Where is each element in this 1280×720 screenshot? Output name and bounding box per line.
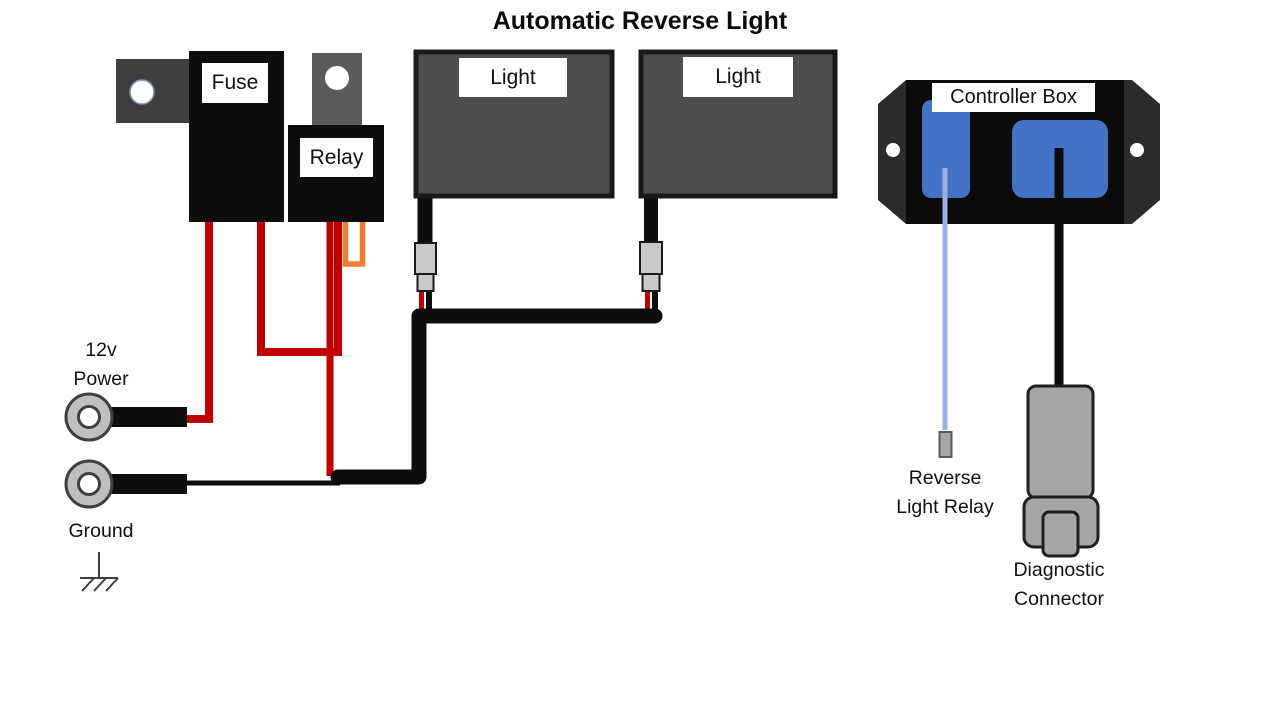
ground-terminal-stub: [100, 474, 187, 494]
reverse-relay-connector: [938, 431, 953, 458]
controller-port-left: [922, 100, 970, 198]
diagnostic-connector-body: [1026, 384, 1095, 500]
diagram-title: Automatic Reverse Light: [492, 7, 788, 35]
light-left-label: Light: [459, 58, 567, 97]
diagnostic-connector-line1: Diagnostic: [1013, 559, 1105, 581]
light-left-wire-stub: [417, 195, 433, 244]
relay-mount-hole: [325, 66, 349, 90]
wire-main-harness: [330, 308, 663, 485]
controller-box-label: Controller Box: [932, 83, 1095, 112]
light-right-label: Light: [683, 57, 793, 97]
reverse-light-relay-line1: Reverse: [908, 467, 982, 489]
fuse-label: Fuse: [202, 63, 268, 103]
relay-label: Relay: [300, 138, 373, 177]
power-label-line2: Power: [73, 368, 129, 390]
power-label: 12v Power: [40, 336, 162, 394]
power-terminal-stub: [100, 407, 187, 427]
reverse-light-relay-label: Reverse Light Relay: [855, 464, 1035, 522]
controller-mount-hole-right: [1130, 143, 1144, 157]
light-right-connector-lower: [641, 273, 661, 292]
ground-ring-terminal-hole: [77, 472, 101, 496]
reverse-light-relay-line2: Light Relay: [896, 496, 994, 518]
wire-fuse-to-relay: [257, 222, 342, 356]
light-left-connector-lower: [416, 273, 435, 292]
power-label-line1: 12v: [85, 339, 117, 361]
wire-power-to-fuse: [186, 222, 213, 423]
fuse-mount-hole: [129, 79, 155, 105]
light-right-connector-upper: [639, 241, 663, 275]
diagnostic-connector-line2: Connector: [1014, 588, 1104, 610]
ground-label: Ground: [68, 520, 134, 542]
diagnostic-connector-label: Diagnostic Connector: [969, 556, 1149, 614]
light-right-wire-stub: [644, 196, 658, 243]
diagnostic-connector-tip: [1041, 510, 1080, 558]
controller-mount-hole-left: [886, 143, 900, 157]
light-left-connector-upper: [414, 242, 437, 275]
power-ring-terminal-hole: [77, 405, 101, 429]
wire-relay-trigger-orange: [342, 222, 366, 267]
ground-symbol: [80, 552, 119, 592]
